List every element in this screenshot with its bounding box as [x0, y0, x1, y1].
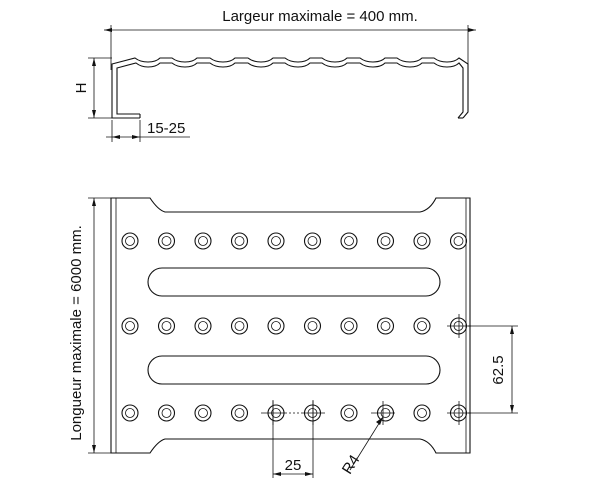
radius-leader	[349, 416, 384, 471]
profile-outer	[111, 57, 469, 119]
hole	[194, 317, 212, 335]
radius-arrow	[376, 417, 383, 425]
hole	[413, 232, 431, 250]
profile-inner	[116, 62, 464, 119]
hole-inner-edge	[417, 236, 427, 246]
row-spacing-arrow-bottom	[510, 405, 514, 413]
hole	[121, 317, 139, 335]
flange-arrow-left	[112, 135, 120, 139]
hole	[230, 232, 249, 250]
holes-group	[121, 232, 468, 422]
hole-inner-edge	[271, 236, 281, 246]
length-label: Longueur maximale = 6000 mm.	[68, 225, 85, 441]
hole	[449, 232, 468, 250]
hole-inner-edge	[125, 408, 135, 418]
plan-view: Longueur maximale = 6000 mm. 62.5 25 R4	[68, 197, 518, 478]
hole-inner-edge	[198, 408, 208, 418]
hole	[376, 232, 395, 250]
hole-inner-edge	[307, 236, 318, 246]
length-arrow-bottom	[92, 445, 96, 453]
hole	[230, 317, 249, 335]
hole	[121, 232, 139, 250]
hole	[413, 317, 431, 335]
width-arrow-right	[468, 28, 476, 32]
hole	[157, 404, 176, 422]
hole	[230, 404, 249, 422]
hole	[303, 232, 322, 250]
hole-spacing-label: 25	[285, 457, 302, 474]
hole	[157, 317, 176, 335]
hole-inner-edge	[344, 408, 354, 418]
hole-inner-edge	[125, 321, 135, 331]
hole-inner-edge	[417, 408, 427, 418]
hole-inner-edge	[161, 321, 172, 331]
hole-inner-edge	[161, 236, 172, 246]
length-arrow-top	[92, 198, 96, 206]
hole	[121, 404, 139, 422]
flange-arrow-right	[132, 135, 140, 139]
hole-inner-edge	[198, 321, 208, 331]
hole-inner-edge	[380, 321, 391, 331]
hole-inner-edge	[234, 408, 245, 418]
hole-inner-edge	[307, 321, 318, 331]
row-spacing-arrow-top	[510, 326, 514, 334]
hole	[376, 317, 395, 335]
hole-inner-edge	[198, 236, 208, 246]
height-arrow-top	[92, 58, 96, 66]
hole-inner-edge	[125, 236, 135, 246]
height-label: H	[73, 83, 90, 94]
hole	[340, 404, 358, 422]
hole-inner-edge	[380, 236, 391, 246]
height-arrow-bottom	[92, 110, 96, 118]
hole-inner-edge	[344, 321, 354, 331]
hole-spacing-arrow-left	[273, 472, 281, 476]
hole-inner-edge	[453, 236, 464, 246]
radius-label: R4	[339, 452, 364, 477]
width-label: Largeur maximale = 400 mm.	[222, 8, 418, 25]
hole	[194, 232, 212, 250]
hole	[157, 232, 176, 250]
slot	[147, 355, 441, 385]
hole-inner-edge	[161, 408, 172, 418]
hole	[340, 317, 358, 335]
hole	[340, 232, 358, 250]
flange-label: 15-25	[147, 120, 185, 137]
section-view: Largeur maximale = 400 mm. H 15-25	[73, 8, 476, 142]
hole	[267, 317, 285, 335]
hole-inner-edge	[417, 321, 427, 331]
hole	[413, 404, 431, 422]
hole-inner-edge	[234, 321, 245, 331]
hole-inner-edge	[344, 236, 354, 246]
hole	[303, 317, 322, 335]
hole-inner-edge	[234, 236, 245, 246]
row-spacing-label: 62.5	[490, 355, 507, 384]
plate-outline	[110, 197, 471, 454]
hole	[194, 404, 212, 422]
hole-inner-edge	[271, 321, 281, 331]
hole	[267, 232, 285, 250]
width-arrow-left	[104, 28, 112, 32]
hole-spacing-arrow-right	[305, 472, 313, 476]
slot	[147, 267, 441, 297]
